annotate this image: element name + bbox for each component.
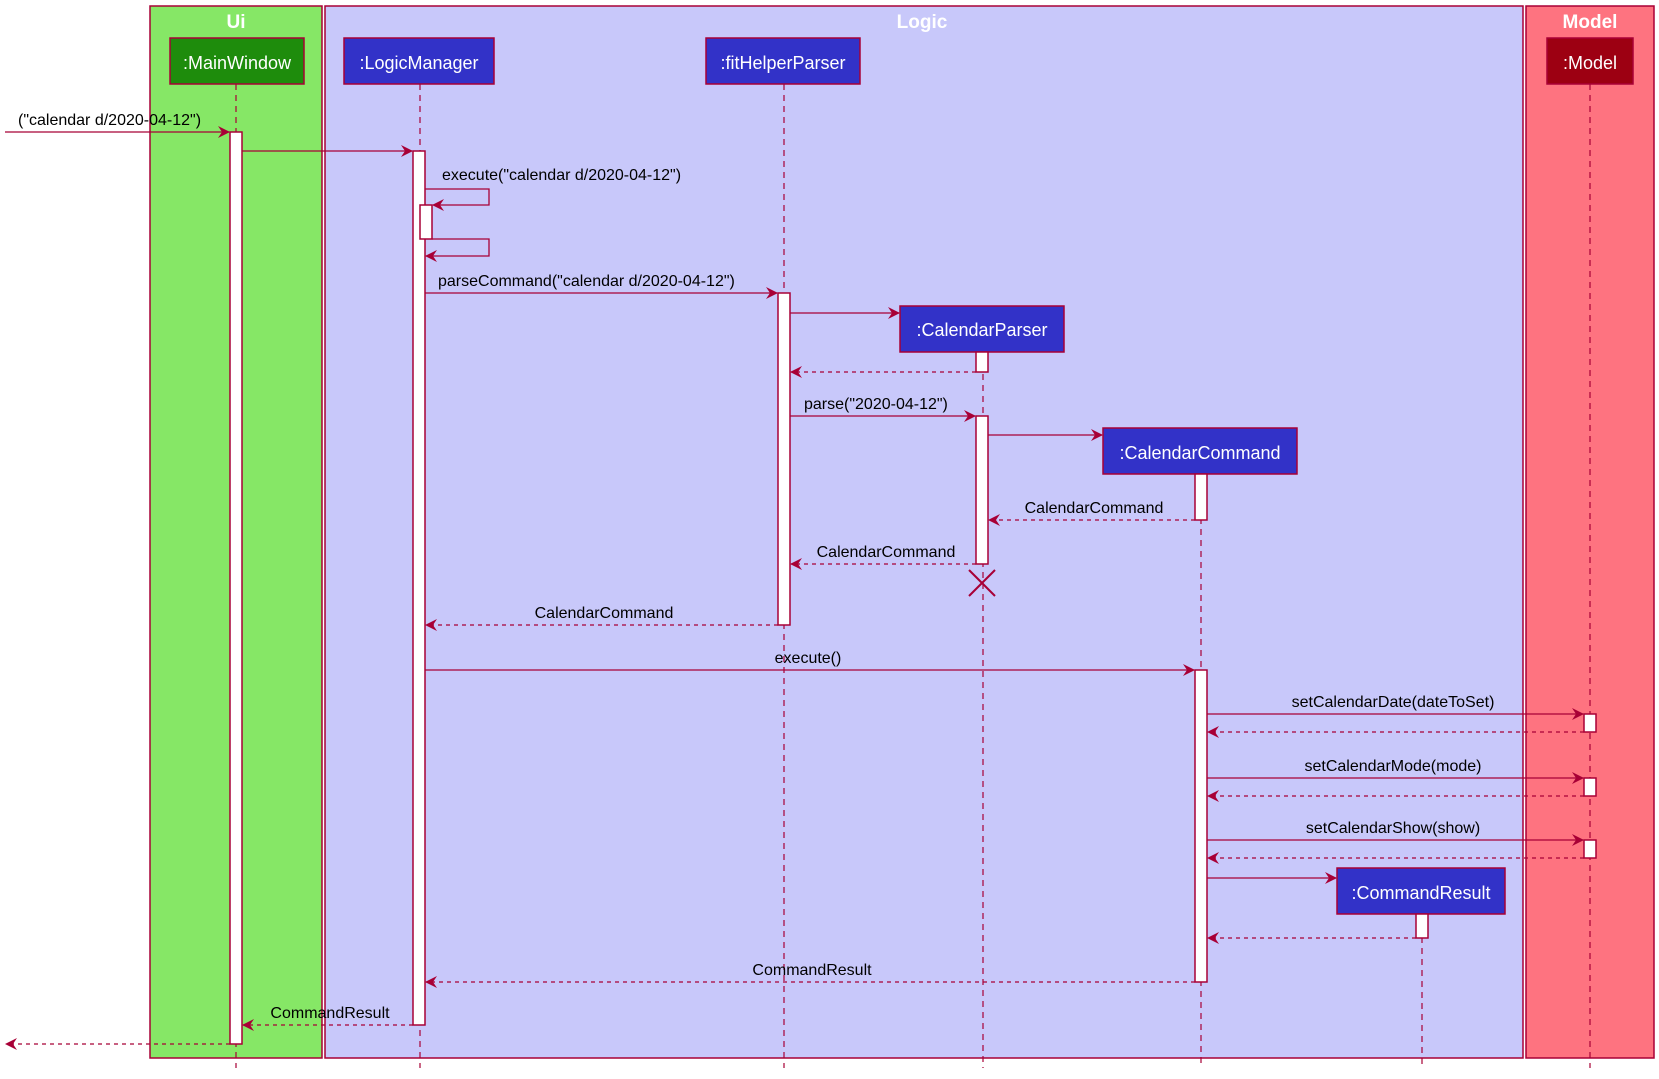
label-m1: ("calendar d/2020-04-12") — [18, 112, 201, 129]
message-labels: ("calendar d/2020-04-12") execute("calen… — [18, 112, 1494, 1022]
destroy-calendar-parser-icon — [968, 569, 996, 597]
activation-logic-manager-inner — [419, 204, 433, 240]
svg-text::CalendarParser: :CalendarParser — [916, 320, 1047, 340]
participant-main-window: :MainWindow — [169, 37, 305, 85]
svg-text::fitHelperParser: :fitHelperParser — [720, 53, 845, 73]
svg-text::CommandResult: :CommandResult — [1351, 883, 1490, 903]
label-m7: CalendarCommand — [535, 605, 674, 622]
activation-logic-manager — [412, 150, 426, 1026]
activation-fithelper-parser — [777, 292, 791, 626]
participant-command-result: :CommandResult — [1336, 867, 1506, 915]
group-ui-title: Ui — [227, 12, 246, 33]
svg-text::LogicManager: :LogicManager — [359, 53, 478, 73]
label-m6: CalendarCommand — [817, 544, 956, 561]
activation-calendar-parser-create — [975, 351, 989, 373]
activation-calendar-command — [1194, 669, 1208, 983]
activation-model-2 — [1583, 777, 1597, 797]
activation-model-3 — [1583, 839, 1597, 859]
group-model-title: Model — [1563, 12, 1618, 33]
activation-calendar-parser — [975, 415, 989, 565]
arrow-self-return — [425, 238, 490, 262]
label-m5: CalendarCommand — [1025, 500, 1164, 517]
message-arrows — [5, 126, 1584, 1050]
label-m8: execute() — [775, 650, 842, 667]
participant-logic-manager: :LogicManager — [343, 37, 495, 85]
participant-fithelper-parser: :fitHelperParser — [705, 37, 861, 85]
activations — [229, 131, 1597, 1045]
label-m13: CommandResult — [270, 1005, 390, 1022]
label-m4: parse("2020-04-12") — [804, 396, 948, 413]
group-logic-title: Logic — [897, 12, 948, 33]
label-m12: CommandResult — [752, 962, 872, 979]
participant-calendar-command: :CalendarCommand — [1102, 427, 1298, 475]
group-logic: Logic — [324, 5, 1524, 1059]
label-m10: setCalendarMode(mode) — [1305, 758, 1482, 775]
label-m9: setCalendarDate(dateToSet) — [1292, 694, 1495, 711]
group-model: Model — [1525, 5, 1655, 1059]
activation-command-result — [1415, 913, 1429, 939]
arrow-m2 — [425, 188, 490, 211]
activation-main-window — [229, 131, 243, 1045]
participant-calendar-parser: :CalendarParser — [899, 305, 1065, 353]
label-m11: setCalendarShow(show) — [1306, 820, 1480, 837]
activation-calendar-command-create — [1194, 473, 1208, 521]
activation-model-1 — [1583, 713, 1597, 733]
svg-text::Model: :Model — [1563, 53, 1617, 73]
label-m3: parseCommand("calendar d/2020-04-12") — [438, 273, 735, 290]
svg-text::CalendarCommand: :CalendarCommand — [1119, 443, 1280, 463]
svg-text::MainWindow: :MainWindow — [183, 53, 292, 73]
participant-model: :Model — [1546, 37, 1634, 85]
label-m2: execute("calendar d/2020-04-12") — [442, 167, 681, 184]
